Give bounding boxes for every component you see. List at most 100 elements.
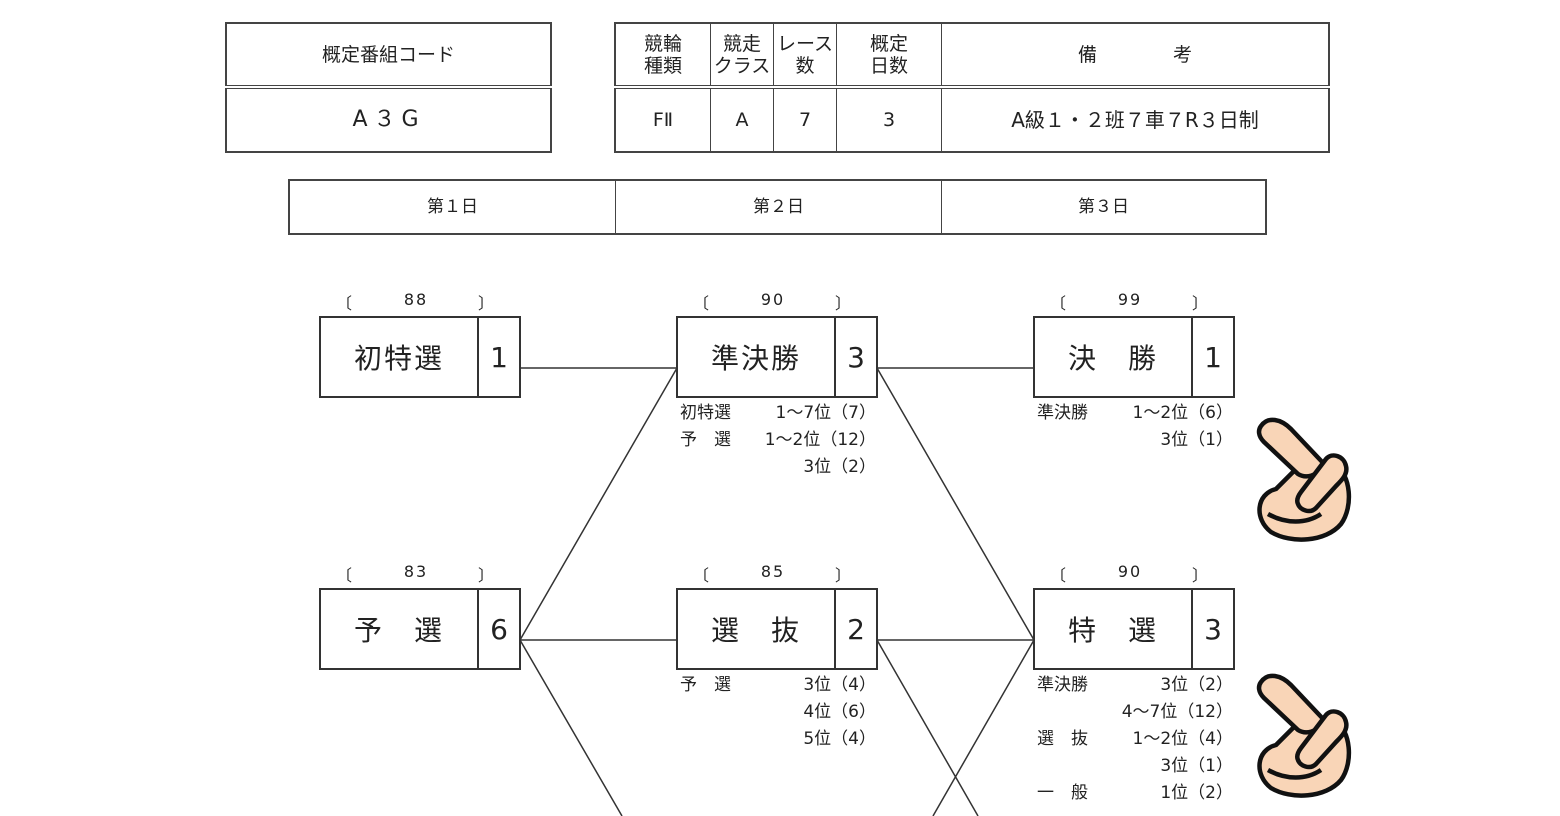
value-days: 3 — [836, 86, 942, 153]
note-rank: 1～7位（7） — [775, 403, 876, 423]
program-code-header: 概定番組コード — [225, 22, 552, 89]
header-race-type: 競輪 種類 — [614, 22, 711, 89]
race-info-table: 競輪 種類 競走 クラス レース 数 概定 日数 備 考 FⅡ A 7 3 A級… — [614, 22, 1330, 153]
day-2: 第２日 — [615, 179, 942, 235]
note-source: 予 選 — [680, 430, 731, 450]
notes-tokusen: 準決勝 3位（2） 4～7位（12） 選 抜 1～2位（4） 3位（1） 一 般 1位… — [1037, 672, 1233, 807]
bracket-open: 〔 — [693, 566, 712, 585]
note-rank: 1～2位（6） — [1132, 403, 1233, 423]
note-row: 5位（4） — [680, 726, 876, 753]
day-1: 第１日 — [288, 179, 616, 235]
race-box-semifinal: 準決勝 3 — [676, 316, 878, 398]
note-row: 予 選 1～2位（12） — [680, 427, 876, 454]
bracket-open: 〔 — [1050, 294, 1069, 313]
note-rank: 3位（2） — [803, 457, 876, 477]
race-count: 2 — [834, 590, 876, 668]
points-senbatsu: 〔 85 〕 — [693, 562, 853, 586]
note-row: 準決勝 3位（2） — [1037, 672, 1233, 699]
note-row: 一 般 1位（2） — [1037, 780, 1233, 807]
note-row: 準決勝 1～2位（6） — [1037, 400, 1233, 427]
note-rank: 4位（6） — [803, 702, 876, 722]
points-value: 90 — [760, 290, 786, 309]
note-source: 選 抜 — [1037, 729, 1088, 749]
note-source: 準決勝 — [1037, 403, 1088, 423]
race-name: 予 選 — [353, 614, 444, 647]
line-semifinal-to-tokusen — [876, 367, 1035, 641]
days-table: 第１日 第２日 第３日 — [288, 179, 1267, 235]
note-row: 3位（1） — [1037, 427, 1233, 454]
points-yosen: 〔 83 〕 — [336, 562, 496, 586]
points-value: 90 — [1117, 562, 1143, 581]
program-code-table: 概定番組コード A３G — [225, 22, 552, 153]
note-rank: 1～2位（4） — [1132, 729, 1233, 749]
race-count: 1 — [477, 318, 519, 396]
race-name: 準決勝 — [710, 342, 801, 375]
race-name: 特 選 — [1067, 614, 1158, 647]
note-rank: 4～7位（12） — [1121, 702, 1233, 722]
bracket-open: 〔 — [1050, 566, 1069, 585]
note-rank: 5位（4） — [803, 729, 876, 749]
bracket-close: 〕 — [834, 294, 853, 313]
race-count: 1 — [1191, 318, 1233, 396]
race-count: 6 — [477, 590, 519, 668]
bracket-close: 〕 — [477, 294, 496, 313]
bracket-close: 〕 — [477, 566, 496, 585]
notes-senbatsu: 予 選 3位（4） 4位（6） 5位（4） — [680, 672, 876, 753]
race-box-yosen: 予 選 6 — [319, 588, 521, 670]
points-value: 85 — [760, 562, 786, 581]
note-source: 初特選 — [680, 403, 731, 423]
value-race-count: 7 — [773, 86, 837, 153]
bracket-open: 〔 — [336, 294, 355, 313]
day-3: 第３日 — [941, 179, 1267, 235]
race-box-final: 決 勝 1 — [1033, 316, 1235, 398]
points-value: 88 — [403, 290, 429, 309]
note-row: 予 選 3位（4） — [680, 672, 876, 699]
line-senbatsu-down — [876, 639, 979, 816]
value-class: A — [710, 86, 774, 153]
note-source: 準決勝 — [1037, 675, 1088, 695]
note-rank: 1～2位（12） — [764, 430, 876, 450]
notes-semifinal: 初特選 1～7位（7） 予 選 1～2位（12） 3位（2） — [680, 400, 876, 481]
note-source: 一 般 — [1037, 783, 1088, 803]
note-rank: 3位（1） — [1160, 756, 1233, 776]
race-name: 選 抜 — [710, 614, 801, 647]
notes-final: 準決勝 1～2位（6） 3位（1） — [1037, 400, 1233, 454]
points-final: 〔 99 〕 — [1050, 290, 1210, 314]
points-value: 99 — [1117, 290, 1143, 309]
race-box-senbatsu: 選 抜 2 — [676, 588, 878, 670]
note-row: 3位（2） — [680, 454, 876, 481]
bracket-close: 〕 — [1191, 566, 1210, 585]
note-rank: 3位（2） — [1160, 675, 1233, 695]
program-code-value: A３G — [225, 86, 552, 153]
race-box-tokusen: 特 選 3 — [1033, 588, 1235, 670]
line-tokusen-down — [932, 639, 1035, 816]
points-tokusen: 〔 90 〕 — [1050, 562, 1210, 586]
line-yosen-down — [519, 639, 623, 816]
pointing-hand-icon — [1256, 673, 1352, 798]
bracket-close: 〕 — [834, 566, 853, 585]
note-row: 4～7位（12） — [1037, 699, 1233, 726]
bracket-close: 〕 — [1191, 294, 1210, 313]
note-rank: 1位（2） — [1160, 783, 1233, 803]
race-count: 3 — [834, 318, 876, 396]
note-rank: 3位（1） — [1160, 430, 1233, 450]
note-source: 予 選 — [680, 675, 731, 695]
header-days: 概定 日数 — [836, 22, 942, 89]
note-row: 3位（1） — [1037, 753, 1233, 780]
note-rank: 3位（4） — [803, 675, 876, 695]
race-name: 決 勝 — [1067, 342, 1158, 375]
points-value: 83 — [403, 562, 429, 581]
points-semifinal: 〔 90 〕 — [693, 290, 853, 314]
points-hatsutoku: 〔 88 〕 — [336, 290, 496, 314]
value-remarks: A級１・２班７車７R３日制 — [941, 86, 1330, 153]
note-row: 初特選 1～7位（7） — [680, 400, 876, 427]
bracket-open: 〔 — [693, 294, 712, 313]
header-remarks: 備 考 — [941, 22, 1330, 89]
bracket-open: 〔 — [336, 566, 355, 585]
note-row: 選 抜 1～2位（4） — [1037, 726, 1233, 753]
value-race-type: FⅡ — [614, 86, 711, 153]
race-count: 3 — [1191, 590, 1233, 668]
line-yosen-to-semifinal — [519, 367, 678, 641]
